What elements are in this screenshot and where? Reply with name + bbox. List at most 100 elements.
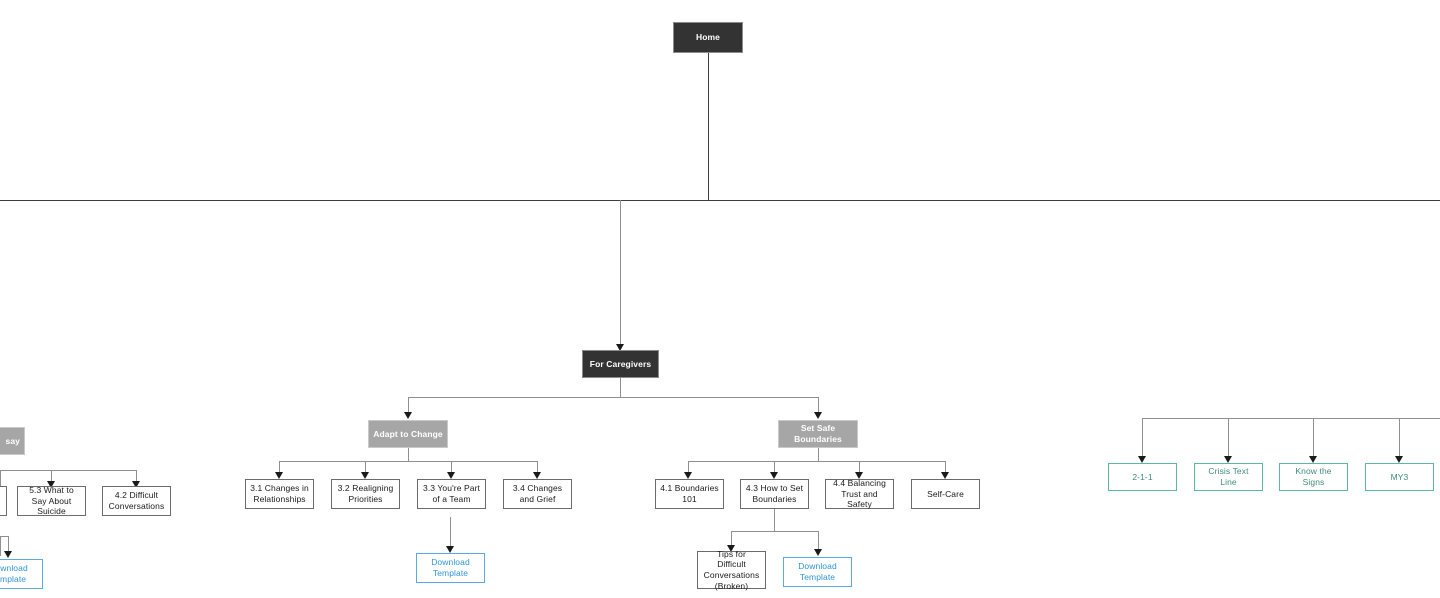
- connector-adapt-down: [408, 448, 409, 461]
- connector-boundaries-drop: [818, 397, 819, 417]
- connector-team-download: [450, 517, 451, 551]
- node-download-template-left[interactable]: Download Template: [0, 559, 43, 589]
- arrow-download-template-adapt: [446, 546, 454, 553]
- arrow-boundaries-child-4: [941, 472, 949, 479]
- arrow-boundaries-child-1: [684, 472, 692, 479]
- connector-howto-c1: [731, 531, 732, 549]
- node-for-caregivers[interactable]: For Caregivers: [582, 350, 659, 378]
- connector-res-c1: [1142, 418, 1143, 460]
- node-left-partial-clipped[interactable]: [0, 486, 7, 516]
- arrow-resource-know-the-signs: [1309, 456, 1317, 463]
- connector-adapt-c3: [451, 461, 452, 476]
- node-tips-for-difficult-conversations-label: Tips for Difficult Conversations (Broken…: [703, 548, 760, 591]
- node-what-to-say-about-suicide[interactable]: 5.3 What to Say About Suicide: [17, 485, 86, 517]
- node-self-care[interactable]: Self-Care: [911, 479, 980, 509]
- node-download-template-adapt[interactable]: Download Template: [416, 553, 485, 583]
- node-for-caregivers-label: For Caregivers: [589, 358, 652, 369]
- connector-bnd-c1: [688, 461, 689, 476]
- connector-resources-bar: [1142, 418, 1440, 419]
- arrow-resource-crisis-text-line: [1224, 456, 1232, 463]
- node-left-partial-grey[interactable]: say: [0, 427, 25, 455]
- node-difficult-conversations-label: 4.2 Difficult Conversations: [108, 490, 165, 511]
- node-resource-know-the-signs-label: Know the Signs: [1295, 466, 1332, 487]
- connector-howto-c2: [818, 531, 819, 552]
- connector-for-caregivers-stem: [620, 200, 621, 350]
- node-balancing-trust-and-safety[interactable]: 4.4 Balancing Trust and Safety: [825, 478, 894, 510]
- connector-main-trunk: [0, 200, 1440, 201]
- connector-bnd-c3: [859, 461, 860, 476]
- node-resource-crisis-text-line-label: Crisis Text Line: [1208, 466, 1249, 487]
- node-adapt-to-change-label: Adapt to Change: [373, 428, 443, 439]
- connector-boundaries-down: [818, 448, 819, 461]
- node-home-label: Home: [695, 32, 721, 43]
- connector-caregivers-down: [620, 378, 621, 397]
- connector-howto-down: [774, 509, 775, 531]
- connector-res-c2: [1228, 418, 1229, 460]
- node-download-template-boundaries[interactable]: Download Template: [783, 557, 852, 587]
- node-what-to-say-about-suicide-label: 5.3 What to Say About Suicide: [29, 485, 74, 517]
- node-resource-my3[interactable]: MY3: [1365, 463, 1434, 491]
- connector-home-stem: [708, 53, 709, 200]
- connector-res-c3: [1313, 418, 1314, 460]
- node-resource-crisis-text-line[interactable]: Crisis Text Line: [1194, 463, 1263, 491]
- connector-left-download-stem: [0, 536, 1, 556]
- node-changes-in-relationships[interactable]: 3.1 Changes in Relationships: [245, 479, 314, 509]
- arrow-boundaries-child-2: [770, 472, 778, 479]
- arrow-resource-211: [1138, 456, 1146, 463]
- node-youre-part-of-a-team[interactable]: 3.3 You're Part of a Team: [417, 479, 486, 509]
- connector-boundaries-bar: [688, 461, 945, 462]
- connector-left-c1: [51, 470, 52, 486]
- node-boundaries-101-label: 4.1 Boundaries 101: [660, 483, 719, 504]
- node-youre-part-of-a-team-label: 3.3 You're Part of a Team: [423, 483, 480, 504]
- node-balancing-trust-and-safety-label: 4.4 Balancing Trust and Safety: [833, 478, 886, 510]
- arrow-boundaries-child-3: [855, 472, 863, 479]
- arrow-adapt-child-3: [447, 472, 455, 479]
- node-self-care-label: Self-Care: [927, 488, 964, 499]
- node-adapt-to-change[interactable]: Adapt to Change: [368, 420, 448, 448]
- node-realigning-priorities-label: 3.2 Realigning Priorities: [337, 483, 394, 504]
- connector-adapt-bar: [279, 461, 538, 462]
- node-difficult-conversations[interactable]: 4.2 Difficult Conversations: [102, 486, 171, 516]
- node-download-template-boundaries-label: Download Template: [798, 561, 837, 582]
- node-tips-for-difficult-conversations[interactable]: Tips for Difficult Conversations (Broken…: [697, 548, 766, 591]
- node-changes-and-grief-label: 3.4 Changes and Grief: [512, 483, 563, 504]
- node-realigning-priorities[interactable]: 3.2 Realigning Priorities: [331, 479, 400, 509]
- node-download-template-left-label: Download Template: [0, 563, 28, 584]
- arrow-set-safe-boundaries: [814, 412, 822, 419]
- arrow-tips-difficult-conversations: [727, 545, 735, 552]
- node-left-partial-grey-label: say: [5, 435, 20, 446]
- arrow-adapt-child-4: [533, 472, 541, 479]
- node-changes-and-grief[interactable]: 3.4 Changes and Grief: [503, 479, 572, 509]
- connector-res-c4: [1399, 418, 1400, 460]
- arrow-adapt-to-change: [404, 412, 412, 419]
- arrow-for-caregivers: [616, 344, 624, 351]
- connector-left-c2: [136, 470, 137, 486]
- node-set-safe-boundaries[interactable]: Set Safe Boundaries: [778, 420, 858, 448]
- arrow-left-download-template: [4, 551, 12, 558]
- connector-left-download-drop: [8, 536, 9, 554]
- node-resource-my3-label: MY3: [1390, 471, 1409, 482]
- connector-adapt-drop: [408, 397, 409, 417]
- arrow-adapt-child-1: [275, 472, 283, 479]
- node-download-template-adapt-label: Download Template: [431, 557, 470, 578]
- arrow-adapt-child-2: [361, 472, 369, 479]
- connector-adapt-c4: [537, 461, 538, 476]
- node-home[interactable]: Home: [673, 22, 743, 53]
- connector-caregivers-bar: [408, 397, 819, 398]
- connector-bnd-c4: [945, 461, 946, 476]
- connector-left-partial-bar: [0, 470, 137, 471]
- arrow-download-template-boundaries: [814, 549, 822, 556]
- connector-howto-bar: [731, 531, 819, 532]
- connector-adapt-c1: [279, 461, 280, 476]
- node-resource-211[interactable]: 2-1-1: [1108, 463, 1177, 491]
- connector-left-c0: [0, 470, 1, 486]
- node-resource-211-label: 2-1-1: [1132, 471, 1153, 482]
- node-changes-in-relationships-label: 3.1 Changes in Relationships: [250, 483, 309, 504]
- node-set-safe-boundaries-label: Set Safe Boundaries: [794, 423, 842, 444]
- arrow-resource-my3: [1395, 456, 1403, 463]
- connector-bnd-c2: [774, 461, 775, 476]
- node-boundaries-101[interactable]: 4.1 Boundaries 101: [655, 479, 724, 509]
- node-how-to-set-boundaries[interactable]: 4.3 How to Set Boundaries: [740, 479, 809, 509]
- node-resource-know-the-signs[interactable]: Know the Signs: [1279, 463, 1348, 491]
